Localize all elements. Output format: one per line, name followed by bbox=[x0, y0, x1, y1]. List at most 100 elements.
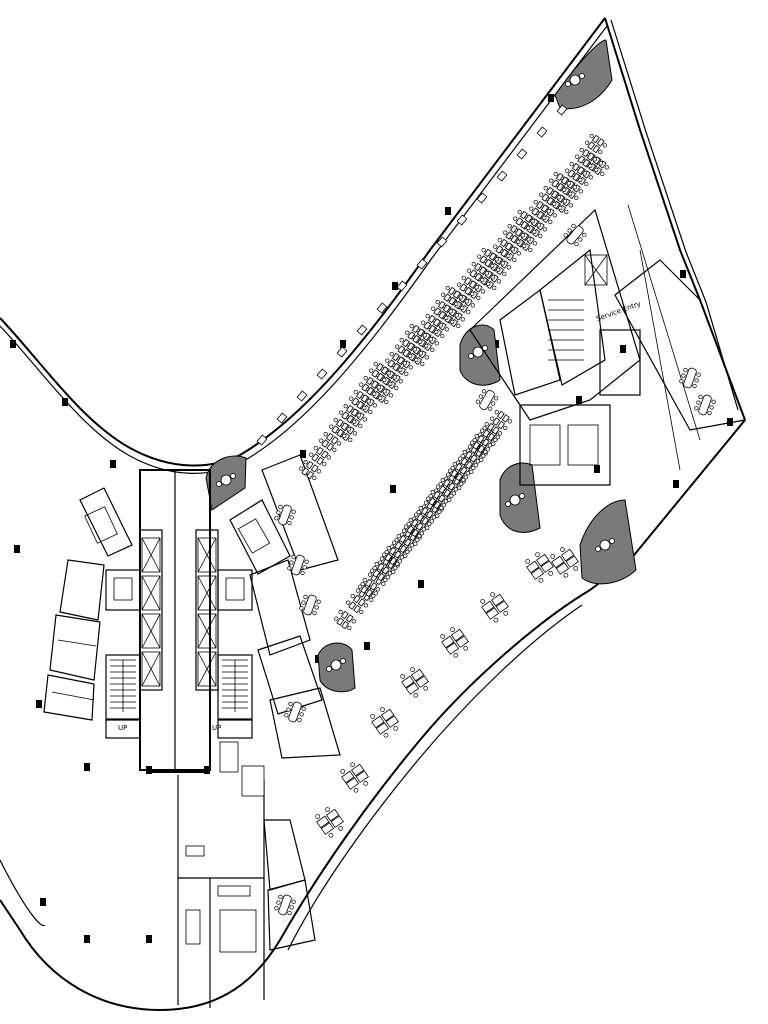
core-side-rooms bbox=[229, 454, 341, 759]
workstation-pod bbox=[431, 299, 453, 321]
bench-desk-cluster bbox=[315, 807, 344, 838]
workstation-pod bbox=[503, 223, 525, 245]
workstation-pod bbox=[392, 533, 414, 555]
workstation-pod bbox=[565, 161, 587, 183]
workstation-pod bbox=[448, 461, 470, 483]
left-wing-rooms bbox=[43, 487, 133, 721]
perimeter-desk bbox=[416, 258, 428, 270]
workstation-pod bbox=[370, 561, 392, 583]
building-envelope bbox=[0, 17, 746, 1012]
perimeter-desk bbox=[536, 126, 548, 138]
workstation-pod bbox=[470, 433, 492, 455]
elevator-bank-left bbox=[141, 537, 161, 687]
perimeter-desk bbox=[476, 192, 488, 204]
lounge-chair bbox=[609, 538, 615, 544]
bench-desk-cluster bbox=[480, 592, 509, 623]
workstation-pod bbox=[369, 361, 391, 383]
workstation-pod bbox=[299, 459, 321, 481]
bench-desk-cluster bbox=[400, 667, 429, 698]
workstation-pod bbox=[585, 133, 607, 155]
lounge-chair bbox=[230, 473, 236, 479]
workstation-pod bbox=[319, 431, 341, 453]
meeting-table bbox=[274, 504, 296, 526]
perimeter-desk bbox=[356, 324, 368, 336]
workstation-pod bbox=[457, 275, 479, 297]
workstation-pod bbox=[421, 313, 443, 335]
lounge-chair bbox=[519, 493, 525, 499]
lounge-chair bbox=[595, 546, 601, 552]
elevator-bank-right bbox=[197, 537, 217, 687]
workstation-pod bbox=[539, 185, 561, 207]
meeting-table bbox=[475, 389, 499, 411]
meeting-table bbox=[299, 594, 321, 616]
perimeter-desk bbox=[336, 346, 348, 358]
bench-desk-cluster bbox=[370, 707, 399, 738]
furniture-layer bbox=[216, 73, 716, 916]
service-entry-label: Service Entry bbox=[595, 300, 642, 324]
lounge-table bbox=[599, 539, 611, 551]
building-core bbox=[105, 469, 253, 774]
workstation-pod bbox=[395, 337, 417, 359]
workstation-pod bbox=[436, 477, 458, 499]
meeting-table bbox=[679, 367, 701, 389]
workstation-pod bbox=[441, 285, 463, 307]
reception-wing bbox=[177, 741, 316, 1008]
lounge-table bbox=[472, 346, 484, 358]
stair-up-label-right: UP bbox=[212, 724, 221, 732]
workstation-pod bbox=[529, 199, 551, 221]
perimeter-desk bbox=[396, 280, 408, 292]
workstation-pod bbox=[426, 489, 448, 511]
workstation-pod bbox=[359, 375, 381, 397]
perimeter-desk bbox=[456, 214, 468, 226]
perimeter-desk bbox=[376, 302, 388, 314]
workstation-pod bbox=[493, 237, 515, 259]
meeting-table bbox=[563, 223, 587, 247]
lounge-chair bbox=[468, 353, 474, 359]
workstation-pod bbox=[513, 209, 535, 231]
lounge-table bbox=[569, 74, 581, 86]
workstation-pod bbox=[346, 593, 368, 615]
lounge-chair bbox=[579, 73, 585, 79]
meeting-table bbox=[694, 394, 716, 416]
workstation-pod bbox=[309, 445, 331, 467]
perimeter-desk bbox=[276, 412, 288, 424]
meeting-table bbox=[274, 894, 296, 916]
workstation-pod bbox=[575, 147, 597, 169]
lounge-chair bbox=[340, 658, 346, 664]
workstation-pod bbox=[480, 421, 502, 443]
workstation-pod bbox=[334, 609, 356, 631]
meeting-table bbox=[284, 701, 306, 723]
workstation-pod bbox=[549, 171, 571, 193]
workstation-pod bbox=[382, 545, 404, 567]
perimeter-desk bbox=[316, 368, 328, 380]
lounge-chair bbox=[505, 501, 511, 507]
workstation-pod bbox=[414, 505, 436, 527]
stair-right bbox=[217, 654, 253, 720]
stair-left bbox=[105, 654, 141, 720]
workstation-pod bbox=[490, 409, 512, 431]
service-spine bbox=[469, 204, 746, 486]
perimeter-desk bbox=[516, 148, 528, 160]
perimeter-desk bbox=[556, 104, 568, 116]
lounge-areas bbox=[205, 39, 637, 693]
workstation-pod bbox=[404, 517, 426, 539]
bench-desk-cluster bbox=[440, 627, 469, 658]
workstation-pod bbox=[477, 247, 499, 269]
bench-desk-cluster bbox=[550, 547, 579, 578]
workstation-pod bbox=[339, 403, 361, 425]
workstation-pod bbox=[358, 577, 380, 599]
lounge-table bbox=[220, 474, 232, 486]
workstation-pod bbox=[329, 417, 351, 439]
lounge-table bbox=[330, 659, 342, 671]
workstation-pod bbox=[349, 389, 371, 411]
bench-desk-cluster bbox=[340, 762, 369, 793]
perimeter-desk bbox=[436, 236, 448, 248]
stair-up-label-left: UP bbox=[118, 724, 127, 732]
perimeter-desk bbox=[496, 170, 508, 182]
lounge-chair bbox=[565, 81, 571, 87]
perimeter-desk bbox=[296, 390, 308, 402]
workstation-pod bbox=[467, 261, 489, 283]
workstation-pod bbox=[385, 351, 407, 373]
workstation-pod bbox=[458, 449, 480, 471]
